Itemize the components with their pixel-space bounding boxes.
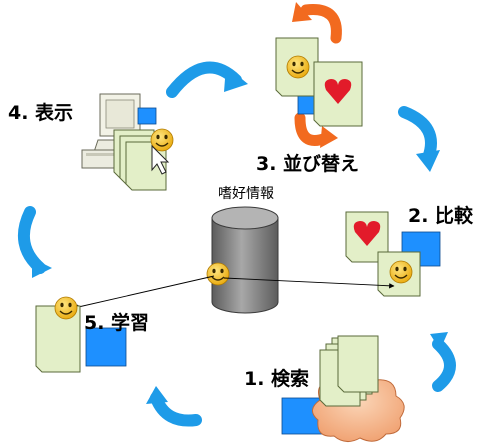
smiley-icon [286,55,310,79]
step-label-learn: 5. 学習 [84,312,150,334]
compare-doc-heart [345,211,389,263]
database-icon [211,206,279,314]
compare-doc-smiley [377,251,421,297]
step-label-search: 1. 検索 [244,368,310,390]
cycle-arrow-display-to-sort [166,61,248,98]
display-group [81,93,174,191]
search-docs [319,335,379,407]
sort-group [275,2,363,148]
cycle-arrow-sort-to-compare [398,106,440,172]
cursor-icon [151,144,170,175]
cycle-arrow-learn-to-display [18,206,52,278]
flow-line-db-to-learn [73,275,215,310]
step-label-compare: 2. 比較 [408,205,474,227]
cycle-arrow-search-to-learn [146,386,202,427]
smiley-icon [54,296,78,320]
heart-icon [324,79,352,104]
smiley-icon [389,260,413,284]
smiley-icon [206,262,230,286]
cycle-arrow-compare-to-search [430,332,456,392]
heart-icon [353,221,381,246]
step-label-display: 4. 表示 [8,102,74,124]
flow-line-db-to-compare [223,277,395,289]
step-label-sort: 3. 並び替え [256,153,360,175]
sort-doc-heart [313,61,363,127]
compare-group [345,211,441,297]
search-group [281,335,405,442]
database-label: 嗜好情報 [218,186,274,202]
sort-doc-smiley [275,37,319,97]
sort-arrow-top [300,4,342,44]
learn-group [35,296,127,373]
